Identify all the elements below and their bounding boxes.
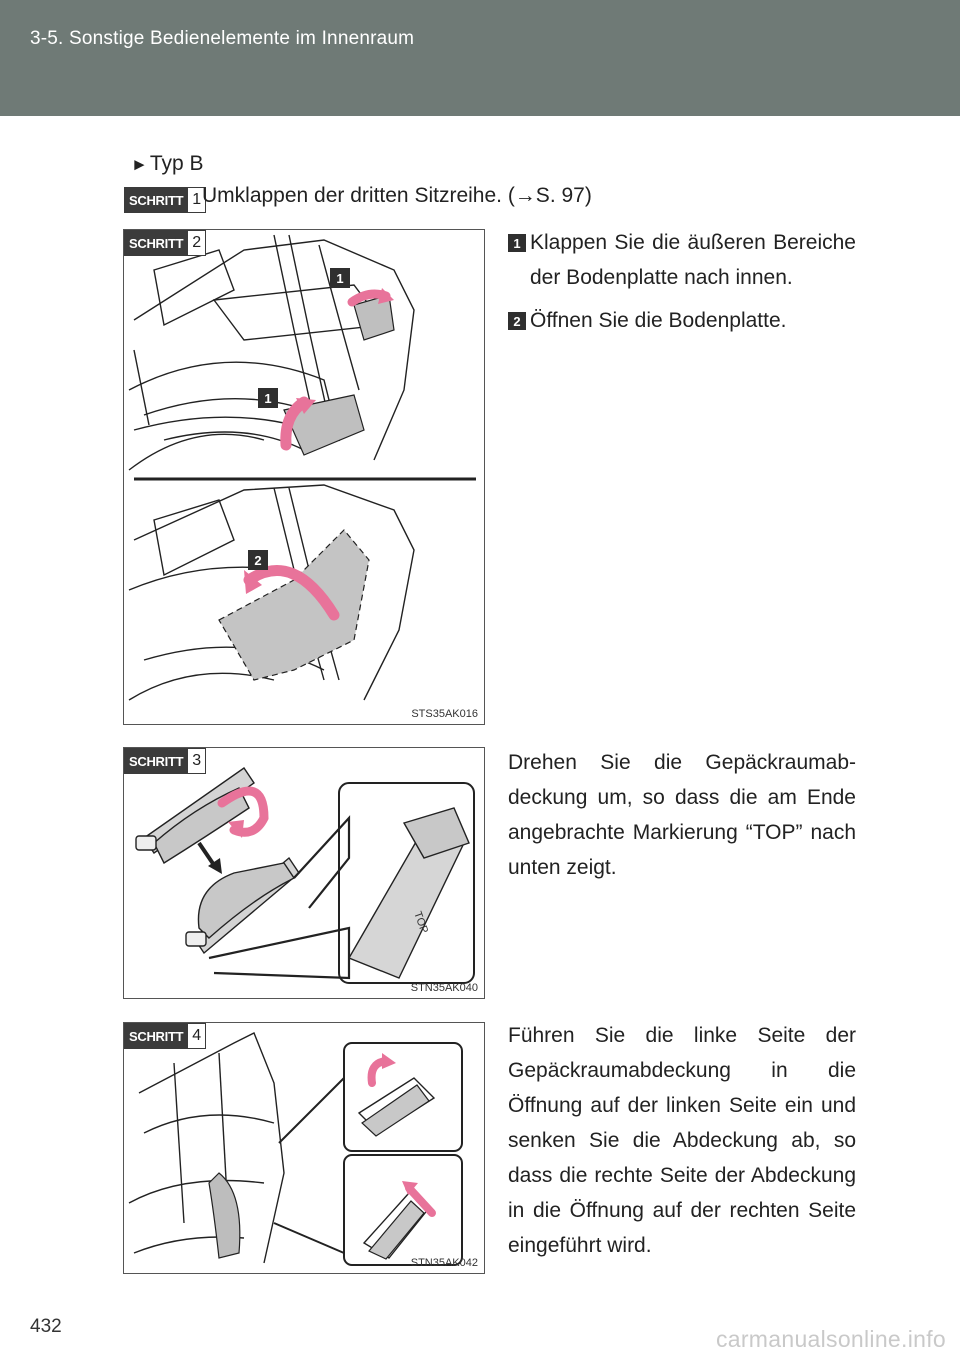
step-3-text: Drehen Sie die Gepäckraumab-deckung um, …	[508, 751, 856, 879]
step-word: SCHRITT	[124, 1023, 189, 1049]
watermark: carmanualsonline.info	[715, 1326, 946, 1352]
pointer-triangle-icon: ►	[131, 155, 148, 174]
item-marker: 2	[508, 312, 526, 330]
step-2-figure: 1 1 2 SCHRITT 2 STS35AK016	[123, 229, 485, 725]
figure-code: STN35AK040	[410, 982, 478, 994]
callout-2: 2	[254, 553, 261, 568]
page-number: 432	[30, 1316, 62, 1337]
cover-insertion-illustration	[128, 1032, 463, 1266]
step-2-badge: SCHRITT 2	[124, 230, 207, 256]
step-1-text: Umklappen der dritten Sitzreihe. (→S. 97…	[202, 184, 592, 207]
step-4-badge: SCHRITT 4	[124, 1023, 207, 1049]
tonneau-cover-illustration: TOP	[135, 767, 475, 984]
section-header: 3-5. Sonstige Bedienelemente im Innenrau…	[0, 0, 960, 116]
type-label-text: Typ B	[149, 152, 204, 175]
section-title: 3-5. Sonstige Bedienelemente im Innenrau…	[30, 28, 415, 49]
callout-1-top: 1	[336, 271, 343, 286]
item-text: Klappen Sie die äußeren Bereiche der Bod…	[530, 231, 856, 289]
instruction-item: 2 Öffnen Sie die Bodenplatte.	[508, 303, 856, 338]
type-label: ►Typ B	[131, 152, 204, 176]
step-2-instructions: 1 Klappen Sie die äußeren Bereiche der B…	[508, 225, 856, 346]
cargo-floor-illustration: 1 1 2	[128, 234, 476, 701]
step-1-badge: SCHRITT 1	[124, 187, 207, 213]
step-number: 1	[188, 187, 207, 213]
step-3-badge: SCHRITT 3	[124, 748, 207, 774]
step-word: SCHRITT	[124, 187, 189, 213]
callout-1-bottom: 1	[264, 391, 271, 406]
item-text: Öffnen Sie die Bodenplatte.	[530, 309, 787, 332]
step-number: 2	[188, 230, 207, 256]
step-4-text: Führen Sie die linke Seite der Gepäckrau…	[508, 1024, 856, 1257]
item-marker: 1	[508, 234, 526, 252]
step-word: SCHRITT	[124, 748, 189, 774]
step-word: SCHRITT	[124, 230, 189, 256]
step-number: 3	[188, 748, 207, 774]
figure-code: STN35AK042	[410, 1257, 478, 1269]
step-number: 4	[188, 1023, 207, 1049]
instruction-item: 1 Klappen Sie die äußeren Bereiche der B…	[508, 225, 856, 295]
step-3-figure: TOP SCHRITT 3 STN35AK040	[123, 747, 485, 999]
figure-code: STS35AK016	[411, 708, 478, 720]
step-4-figure: SCHRITT 4 STN35AK042	[123, 1022, 485, 1274]
